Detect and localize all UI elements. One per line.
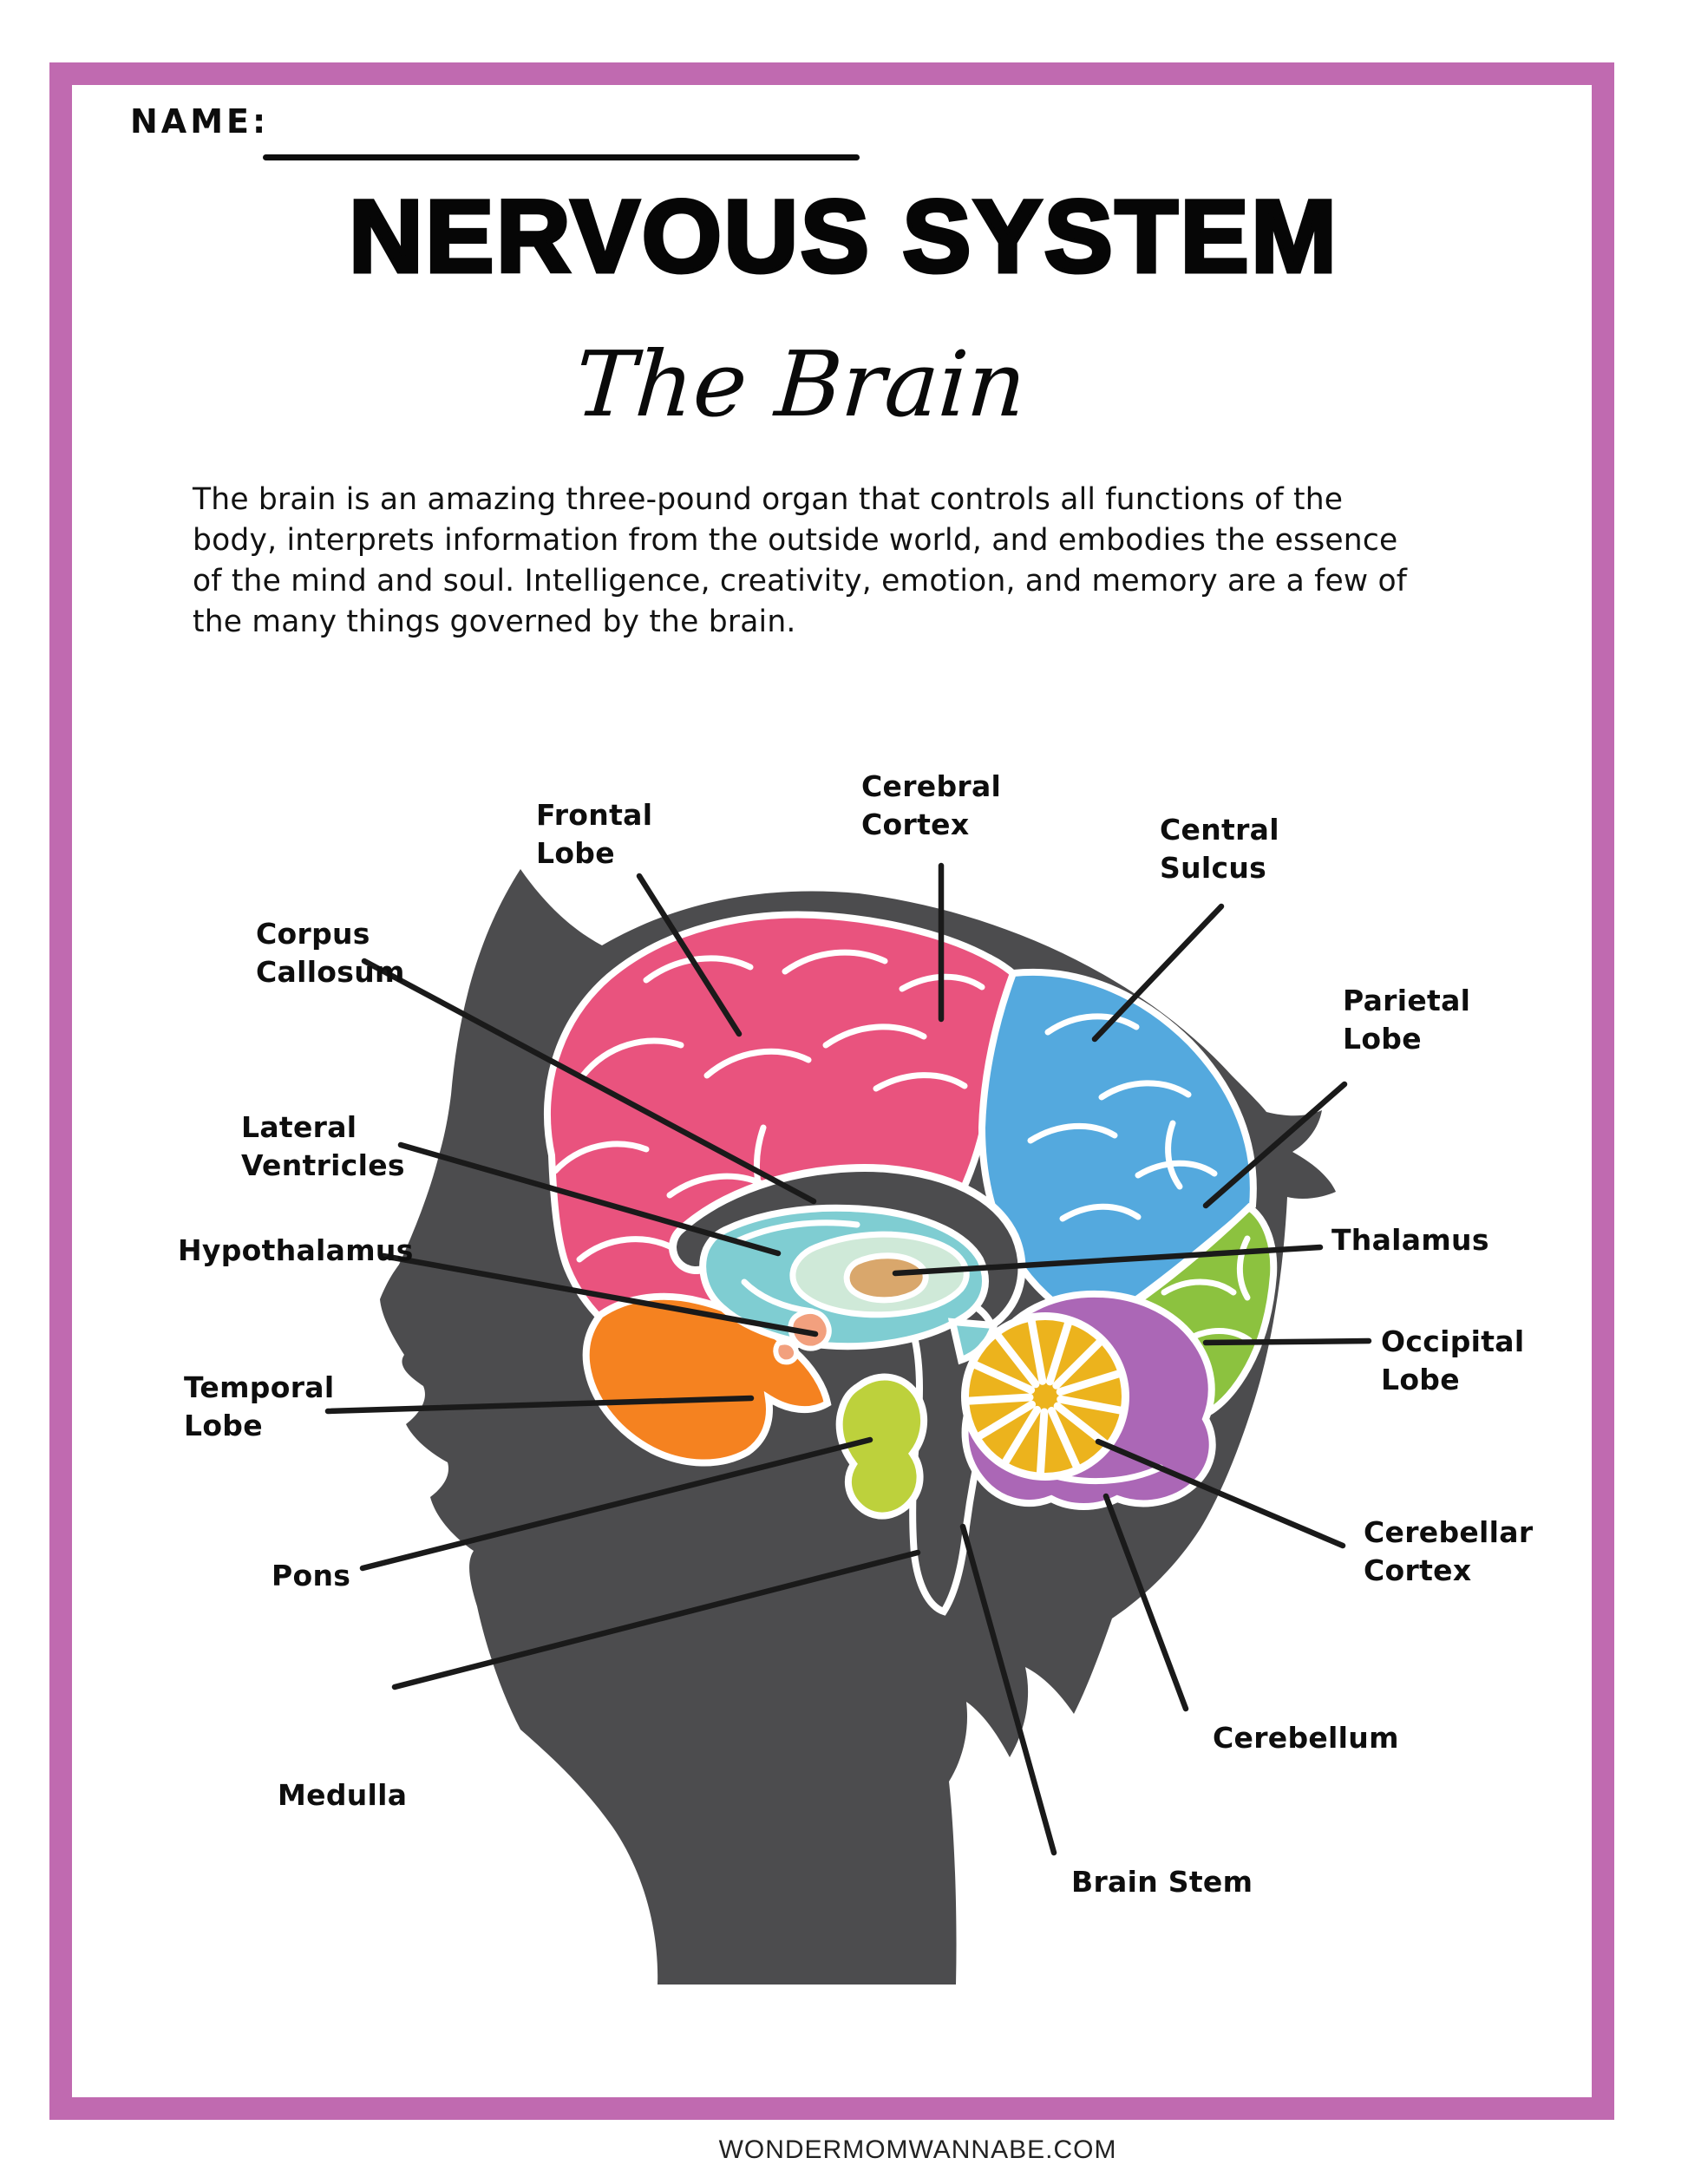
label-brain-stem: Brain Stem: [1071, 1865, 1253, 1899]
label-medulla: Medulla: [278, 1778, 408, 1812]
label-cerebellar-cortex: Cerebellar Cortex: [1364, 1515, 1534, 1587]
flower-spoke: [1056, 1369, 1124, 1396]
parietal-lobe-pointer-line: [1202, 1081, 1348, 1209]
flower-spoke: [1000, 1405, 1042, 1468]
label-cerebellum: Cerebellum: [1213, 1721, 1399, 1755]
flower-spoke: [963, 1393, 1034, 1405]
leader-lines: [324, 862, 1372, 1856]
hypothalamus-region: [773, 1308, 832, 1365]
intro-paragraph: The brain is an amazing three-pound orga…: [193, 482, 1408, 639]
name-write-in-line: [263, 154, 860, 160]
label-temporal-lobe: Temporal Lobe: [184, 1370, 335, 1442]
lateral-ventricles-pointer-line: [397, 1141, 782, 1257]
temporal-lobe-region: [582, 1292, 832, 1467]
lateral-ventricles-region: [699, 1204, 999, 1365]
corpus-callosum-region: [669, 1164, 1026, 1337]
footer-url: WONDERMOMWANNABE.COM: [718, 2135, 1117, 2164]
page-border: [49, 62, 1614, 2120]
cerebellar-cortex-pointer-line: [1095, 1438, 1346, 1549]
occipital-lobe-pointer-line: [1202, 1337, 1372, 1346]
label-thalamus: Thalamus: [1331, 1223, 1489, 1257]
corpus-callosum-pointer-line: [361, 958, 817, 1205]
thalamus-region: [843, 1252, 929, 1304]
pons-region: [835, 1373, 928, 1520]
label-central-sulcus: Central Sulcus: [1160, 813, 1279, 885]
frontal-lobe-pointer-line: [636, 873, 743, 1037]
label-parietal-lobe: Parietal Lobe: [1343, 984, 1471, 1056]
flower-spoke: [1045, 1318, 1073, 1386]
flower-spoke: [1053, 1402, 1111, 1449]
label-cerebral-cortex: Cerebral Cortex: [861, 769, 1002, 841]
pons-pointer-line: [359, 1436, 873, 1572]
label-pons: Pons: [272, 1559, 351, 1592]
label-frontal-lobe: Frontal Lobe: [536, 798, 653, 870]
central-sulcus-pointer-line: [1091, 903, 1225, 1043]
label-lateral-ventricles: Lateral Ventricles: [241, 1110, 405, 1182]
label-corpus-callosum: Corpus Callosum: [256, 917, 405, 989]
label-occipital-lobe: Occipital Lobe: [1381, 1324, 1525, 1396]
gyri-lines: [552, 949, 1253, 1344]
medulla-pointer-line: [391, 1549, 921, 1690]
cerebellum-region: [961, 1290, 1216, 1510]
flower-spoke: [970, 1360, 1036, 1395]
cerebellar-cortex-region: [961, 1312, 1129, 1481]
flower-spoke: [1036, 1408, 1049, 1479]
flower-spoke: [974, 1400, 1037, 1441]
flower-spoke: [1027, 1315, 1047, 1385]
thalamus-pointer-line: [892, 1244, 1324, 1277]
brain-stem-pointer-line: [959, 1523, 1057, 1856]
name-label: NAME:: [130, 102, 270, 141]
hypothalamus-pointer-line: [380, 1252, 819, 1337]
flower-spoke: [993, 1331, 1040, 1389]
page-title: NERVOUS SYSTEM: [347, 180, 1339, 294]
label-hypothalamus: Hypothalamus: [178, 1233, 414, 1267]
cerebellum-pointer-line: [1102, 1493, 1189, 1712]
flower-spoke: [1057, 1395, 1126, 1415]
flower-spoke: [1047, 1406, 1082, 1472]
temporal-lobe-pointer-line: [324, 1395, 755, 1415]
flower-spoke: [1052, 1337, 1105, 1390]
